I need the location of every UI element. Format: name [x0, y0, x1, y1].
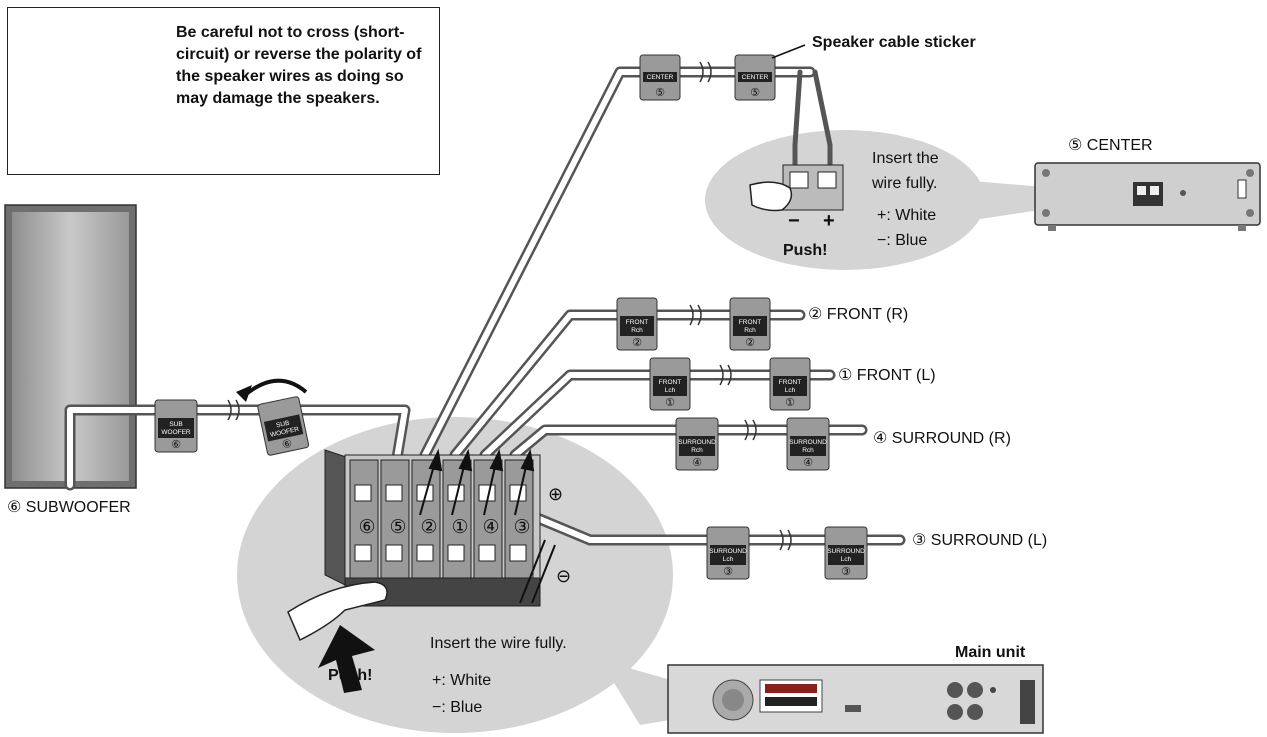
- sticker-front-l-line1: FRONT: [779, 379, 801, 386]
- push-arrow-icon: [318, 625, 375, 693]
- sticker-front-l-line2: Lch: [785, 387, 796, 394]
- terminal-number-1: ①: [451, 516, 468, 538]
- center-minus-sign: −: [788, 210, 800, 232]
- sticker-subwoofer-line1: SUB: [276, 420, 291, 430]
- sticker-center-num: ⑤: [750, 86, 760, 99]
- sticker-surround-l-b: SURROUND Lch ③: [824, 526, 868, 580]
- main-callout-insert: Insert the wire fully.: [430, 635, 567, 652]
- center-hand-icon: [749, 181, 793, 212]
- sticker-fold-arrowhead: [236, 385, 252, 402]
- center-callout-push: Push!: [783, 242, 827, 259]
- main-callout-plus: +: White: [432, 672, 491, 689]
- sticker-center-text: CENTER: [647, 74, 674, 81]
- hand-icon: [287, 581, 388, 642]
- terminal-number-5: ⑤: [389, 516, 406, 538]
- sticker-subwoofer-a: SUB WOOFER ⑥: [154, 399, 198, 453]
- front-r-label: ② FRONT (R): [808, 306, 908, 323]
- minus-terminal-symbol: ⊖: [556, 566, 571, 586]
- sticker-surround-r-line2: Rch: [691, 447, 703, 454]
- center-speaker: [1034, 162, 1261, 231]
- sticker-surround-r-num: ④: [692, 456, 702, 469]
- sticker-center-text: CENTER: [742, 74, 769, 81]
- sticker-front-l-num: ①: [785, 396, 795, 409]
- terminal-number-6: ⑥: [358, 516, 375, 538]
- sticker-front-r-num: ②: [632, 336, 642, 349]
- center-callout-line1: Insert the: [872, 150, 939, 167]
- sticker-surround-r-line1: SURROUND: [678, 439, 716, 446]
- terminal-numbers: ⑥ ⑤ ② ① ④ ③: [358, 516, 530, 538]
- terminal-number-2: ②: [420, 516, 437, 538]
- sticker-subwoofer-num: ⑥: [281, 437, 293, 452]
- sticker-front-l-b: FRONT Lch ①: [769, 357, 811, 411]
- sticker-surround-l-line2: Lch: [723, 556, 734, 563]
- sticker-surround-r-b: SURROUND Rch ④: [786, 417, 830, 471]
- sticker-surround-r-a: SURROUND Rch ④: [675, 417, 719, 471]
- surround-r-label: ④ SURROUND (R): [873, 430, 1011, 447]
- center-label: ⑤ CENTER: [1068, 137, 1153, 154]
- terminal-number-4: ④: [482, 516, 499, 538]
- sticker-front-r-line1: FRONT: [626, 319, 648, 326]
- main-callout-minus: −: Blue: [432, 699, 482, 716]
- sticker-surround-l-line1: SURROUND: [827, 548, 865, 555]
- sticker-front-l-num: ①: [665, 396, 675, 409]
- sticker-front-r-a: FRONT Rch ②: [616, 297, 658, 351]
- sticker-surround-r-line1: SURROUND: [789, 439, 827, 446]
- center-callout-minus: −: Blue: [877, 232, 927, 249]
- sticker-fold-arrow: [243, 378, 308, 397]
- center-callout-bubble: [705, 130, 985, 270]
- sticker-label: Speaker cable sticker: [812, 34, 976, 51]
- sticker-surround-r-line2: Rch: [802, 447, 814, 454]
- speaker-terminal-block: [324, 449, 541, 607]
- warning-box: Be careful not to cross (short-circuit) …: [7, 7, 440, 175]
- center-plus-sign: +: [823, 210, 835, 232]
- center-callout-line2: wire fully.: [871, 175, 938, 192]
- sticker-surround-l-num: ③: [723, 565, 733, 578]
- sticker-subwoofer-line1: SUB: [169, 421, 182, 428]
- sticker-center-a: CENTER ⑤: [639, 54, 681, 101]
- sticker-center-num: ⑤: [655, 86, 665, 99]
- sticker-subwoofer-num: ⑥: [171, 438, 181, 451]
- main-callout-push: Push!: [328, 667, 372, 684]
- center-terminal: [782, 164, 844, 211]
- sticker-subwoofer-b: SUB WOOFER ⑥: [257, 396, 310, 456]
- center-callout-plus: +: White: [877, 207, 936, 224]
- insertion-arrows: [419, 448, 556, 604]
- sticker-front-l-a: FRONT Lch ①: [649, 357, 691, 411]
- sticker-front-r-line2: Rch: [744, 327, 756, 334]
- sticker-surround-l-line1: SURROUND: [709, 548, 747, 555]
- main-unit-label: Main unit: [955, 644, 1026, 661]
- sticker-surround-r-num: ④: [803, 456, 813, 469]
- sticker-front-l-line1: FRONT: [659, 379, 681, 386]
- main-unit: [667, 664, 1044, 734]
- sticker-front-r-b: FRONT Rch ②: [729, 297, 771, 351]
- sticker-front-l-line2: Lch: [665, 387, 676, 394]
- sticker-subwoofer-line2: WOOFER: [161, 429, 191, 436]
- subwoofer-label: ⑥ SUBWOOFER: [7, 499, 131, 516]
- sticker-surround-l-line2: Lch: [841, 556, 852, 563]
- terminal-number-3: ③: [513, 516, 530, 538]
- sticker-front-r-num: ②: [745, 336, 755, 349]
- sticker-center-b: CENTER ⑤: [734, 54, 776, 101]
- cable-break-marks: [227, 61, 792, 551]
- warning-text: Be careful not to cross (short-circuit) …: [176, 24, 422, 107]
- sticker-surround-l-num: ③: [841, 565, 851, 578]
- plus-terminal-symbol: ⊕: [548, 484, 563, 504]
- sticker-surround-l-a: SURROUND Lch ③: [706, 526, 750, 580]
- sticker-front-r-line2: Rch: [631, 327, 643, 334]
- front-l-label: ① FRONT (L): [838, 367, 936, 384]
- surround-l-label: ③ SURROUND (L): [912, 532, 1047, 549]
- sticker-front-r-line1: FRONT: [739, 319, 761, 326]
